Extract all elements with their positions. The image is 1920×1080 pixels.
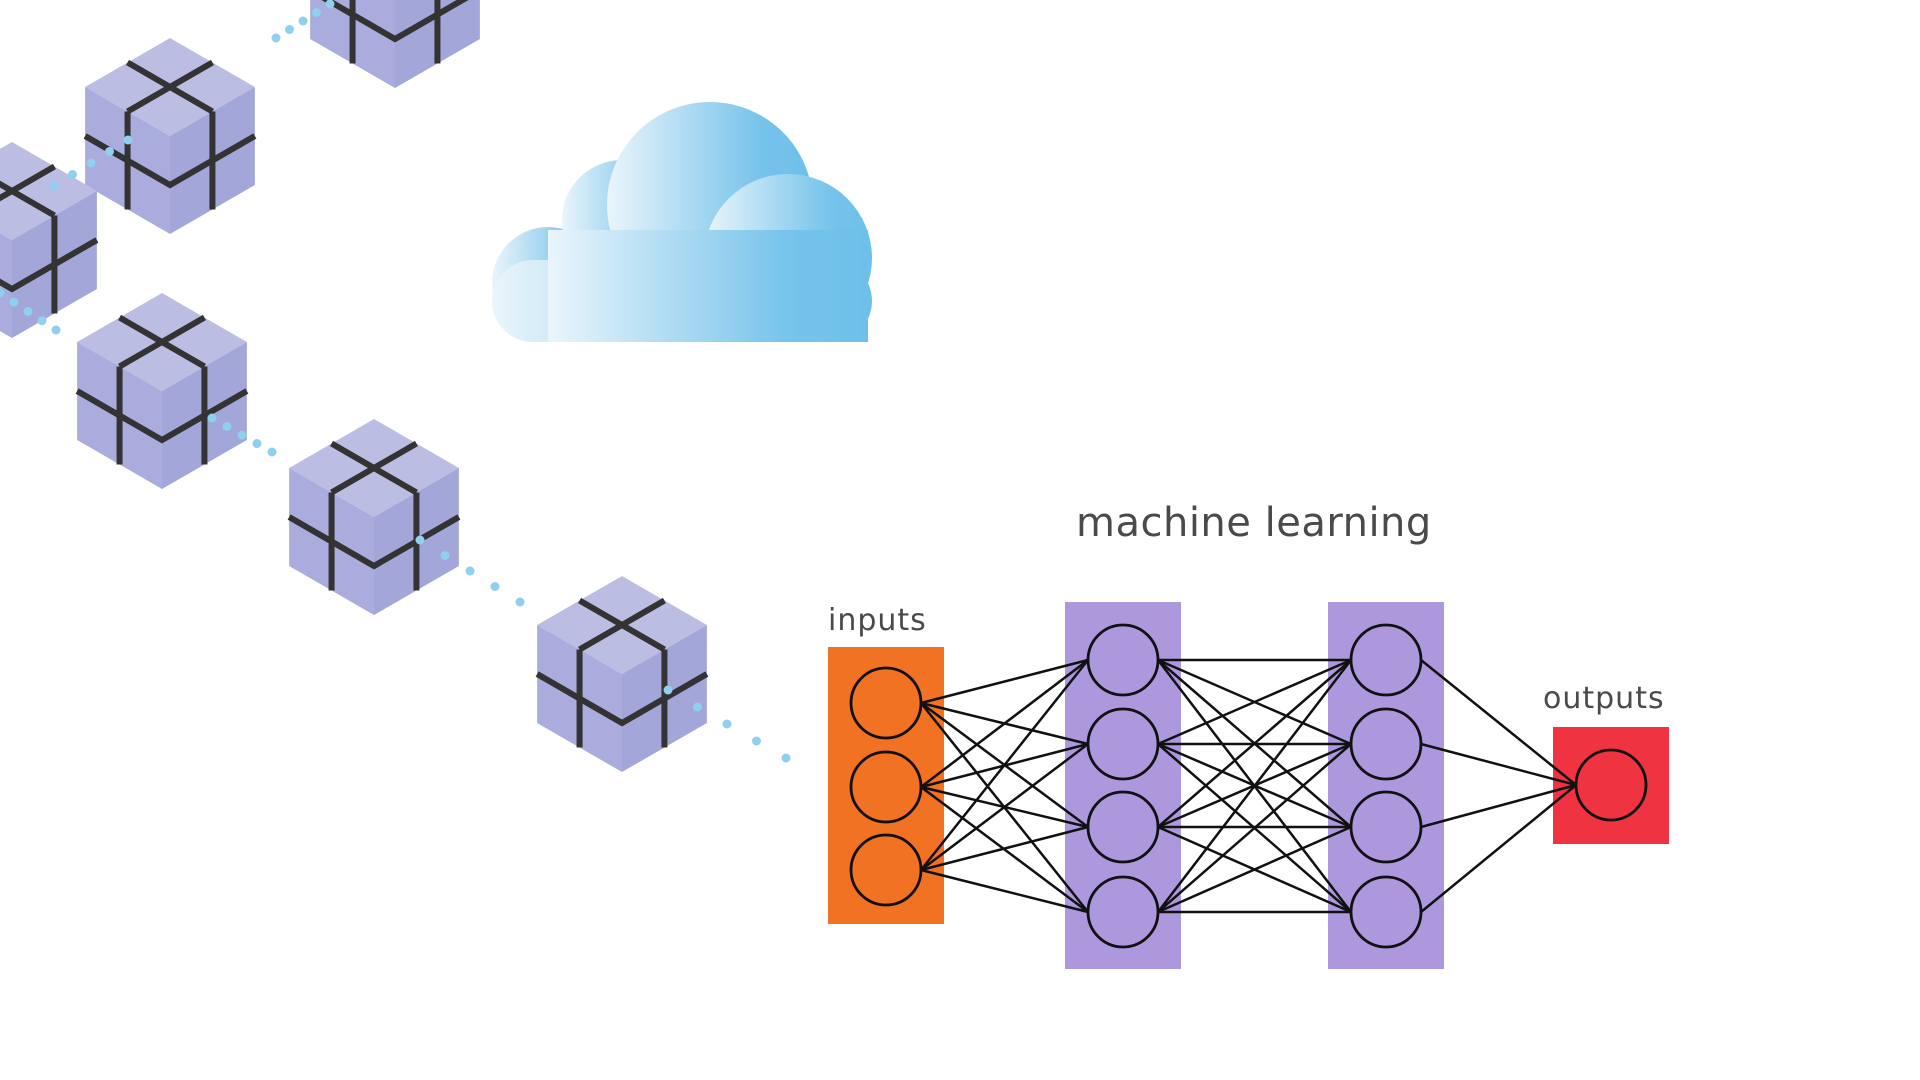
chain-dot — [86, 158, 96, 168]
neuron-node — [1086, 623, 1160, 697]
chain-dot — [490, 582, 500, 591]
neuron-node — [1349, 790, 1423, 864]
chain-dot — [0, 288, 5, 298]
connection-line — [1420, 784, 1577, 913]
cloud-icon — [492, 102, 872, 342]
chain-dot — [9, 297, 19, 307]
neural-network — [828, 602, 1669, 969]
chain-dot — [325, 0, 335, 9]
cube-icon — [310, 0, 480, 88]
inputs-label: inputs — [828, 603, 927, 638]
chain-dot — [68, 170, 77, 179]
chain-dot — [252, 439, 262, 448]
connection-line — [920, 659, 1089, 788]
chain-dot — [37, 316, 47, 326]
connection-line — [920, 825, 1089, 872]
chain-dot — [440, 551, 450, 560]
diagram-title: machine learning — [1076, 500, 1432, 546]
neuron-node — [849, 750, 923, 824]
chain-dot — [23, 307, 33, 316]
chain-dot — [415, 535, 425, 545]
cube-icon — [83, 38, 257, 234]
cube-icon — [75, 293, 249, 489]
neuron-node — [849, 666, 923, 740]
chain-dot — [298, 16, 308, 26]
connection-line — [920, 659, 1089, 871]
chain-dot — [693, 702, 702, 712]
neuron-node — [1349, 875, 1423, 949]
chain-dot — [207, 413, 217, 423]
outputs-label: outputs — [1543, 681, 1665, 716]
chain-dot — [49, 181, 59, 191]
chain-dot — [123, 135, 133, 145]
connection-line — [1157, 659, 1352, 913]
connection-line — [1157, 825, 1352, 914]
neuron-node — [1086, 790, 1160, 864]
chain-dot — [51, 325, 61, 335]
cube-icon — [535, 576, 709, 772]
neuron-node — [1086, 707, 1160, 781]
chain-dot — [222, 422, 232, 431]
neuron-node — [1349, 707, 1423, 781]
connection-line — [920, 743, 1089, 871]
layer-hidden-1-block — [1065, 602, 1181, 969]
connection-line — [1157, 659, 1352, 828]
chain-dot — [722, 719, 732, 729]
cube-icon — [287, 419, 461, 615]
cube-icon — [0, 142, 99, 338]
chain-dot — [781, 753, 791, 763]
neuron-node — [849, 833, 923, 907]
network-connections — [920, 658, 1577, 914]
chain-dots — [0, 0, 791, 763]
connection-line — [1420, 783, 1577, 829]
neuron-node — [1349, 623, 1423, 697]
connection-line — [1157, 743, 1352, 913]
chain-dot — [663, 685, 673, 695]
chain-dot — [271, 33, 281, 43]
chain-dot — [237, 430, 247, 440]
neuron-node — [1574, 748, 1648, 822]
chain-dot — [752, 736, 761, 746]
layer-hidden-2-block — [1328, 602, 1444, 969]
blockchain-cubes — [0, 0, 709, 772]
chain-dot — [465, 566, 475, 576]
chain-dot — [285, 25, 294, 34]
neuron-node — [1086, 875, 1160, 949]
chain-dot — [105, 147, 114, 156]
connection-line — [1420, 659, 1577, 786]
chain-dot — [267, 447, 277, 457]
connection-line — [1420, 742, 1577, 787]
chain-dot — [515, 597, 525, 607]
connection-line — [920, 658, 1089, 705]
connection-line — [920, 868, 1089, 914]
connection-line — [1157, 658, 1352, 746]
chain-dot — [312, 8, 321, 17]
